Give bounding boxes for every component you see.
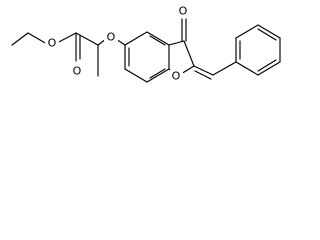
bond-ph-3: [257, 24, 281, 39]
atom-o-aryl-ether: O: [107, 31, 116, 44]
atom-label-o-ketone: O: [176, 5, 190, 18]
atom-label-o-ester-carbonyl: O: [70, 65, 84, 78]
bond-ring-a-inner-3: [149, 35, 166, 46]
chemical-structure-diagram: O O O O O: [11, 5, 281, 83]
atom-o-furan-ring: O: [172, 70, 181, 83]
bond-ring-a-2: [124, 68, 148, 83]
bond-exo-1: [193, 65, 214, 76]
bond-c3a-c3: [168, 40, 185, 46]
bond-ph-inner-3: [257, 59, 277, 72]
bond-c2-o1: [180, 65, 195, 75]
bond-ethyl-ch3: [11, 32, 29, 46]
atom-o-ketone: O: [179, 5, 188, 18]
bond-exo-2: [194, 70, 212, 80]
bond-c3-c2: [183, 40, 195, 67]
bond-ph-inner-2: [257, 28, 277, 41]
atom-o-ester-carbonyl: O: [73, 65, 82, 78]
atom-label-o-aryl-ether: O: [104, 31, 118, 44]
bond-ch-phenyl: [212, 61, 237, 76]
atom-label-o-ester-ether: O: [45, 37, 59, 50]
bond-ph-6: [235, 61, 259, 76]
bond-ph-5: [257, 61, 281, 76]
bond-ethyl-ch2-o: [27, 32, 48, 45]
bond-ring-a-5: [146, 31, 170, 46]
bond-ring-a-3: [146, 68, 170, 83]
structure-canvas: O O O O O: [0, 0, 317, 96]
bond-ph-2: [235, 24, 259, 39]
bond-carbonyl-c-alpha: [75, 32, 99, 46]
bond-ring-a-inner-2: [149, 68, 166, 79]
atom-label-o-furan-ring: O: [169, 70, 183, 83]
bond-ring-a-6: [124, 31, 148, 46]
atom-o-ester-ether: O: [48, 37, 57, 50]
